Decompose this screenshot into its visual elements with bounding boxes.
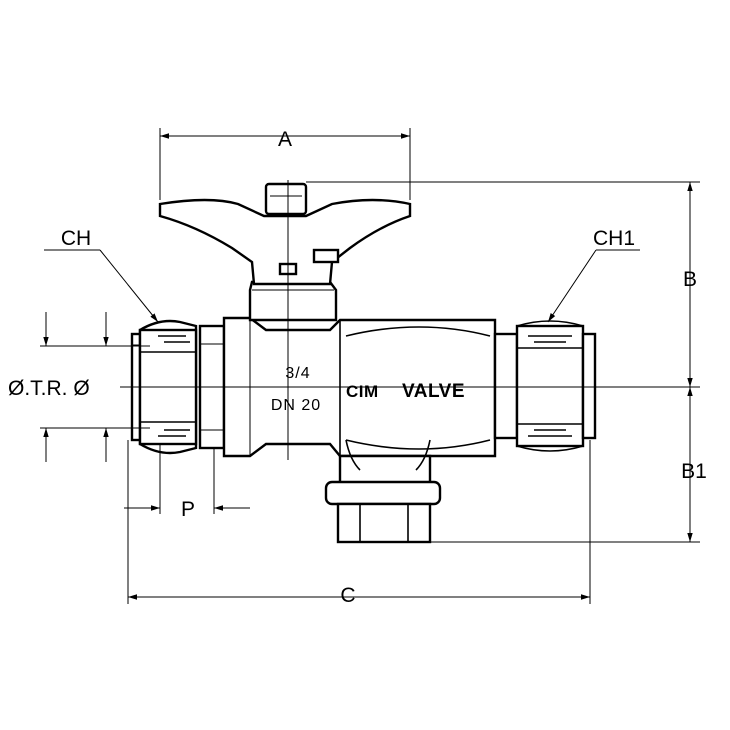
brand-name: VALVE [402,381,465,402]
right-pipe-end [581,332,597,440]
body-size-mark: 3/4 [285,365,310,382]
right-olive [493,332,519,440]
valve-body [130,182,597,544]
branch-female-end [336,502,432,544]
dim-label-p: P [181,498,195,521]
brand-logo: CIM [346,382,379,401]
branch-flange [324,480,442,506]
right-compression-nut [515,320,585,452]
bonnet [248,280,338,322]
dim-label-ch: CH [61,227,91,250]
handle-stop [312,248,340,264]
body-marking: 3/4 DN 20 [271,365,321,414]
dim-label-ch1: CH1 [593,227,635,250]
dim-label-c: C [340,584,355,607]
handle-nut [264,182,308,216]
body-dn-mark: DN 20 [271,397,321,414]
dimension-labels: A B B1 C P CH CH1 Ø.T.R. Ø [8,128,707,607]
butterfly-handle [158,182,412,286]
dim-label-a: A [278,128,292,151]
dimension-lines [40,128,700,604]
brand-mark: CIM VALVE [346,381,465,402]
center-lines [120,180,700,460]
dim-label-otr: Ø.T.R. Ø [8,377,90,400]
dim-label-b: B [683,268,697,291]
dim-label-b1: B1 [681,460,707,483]
